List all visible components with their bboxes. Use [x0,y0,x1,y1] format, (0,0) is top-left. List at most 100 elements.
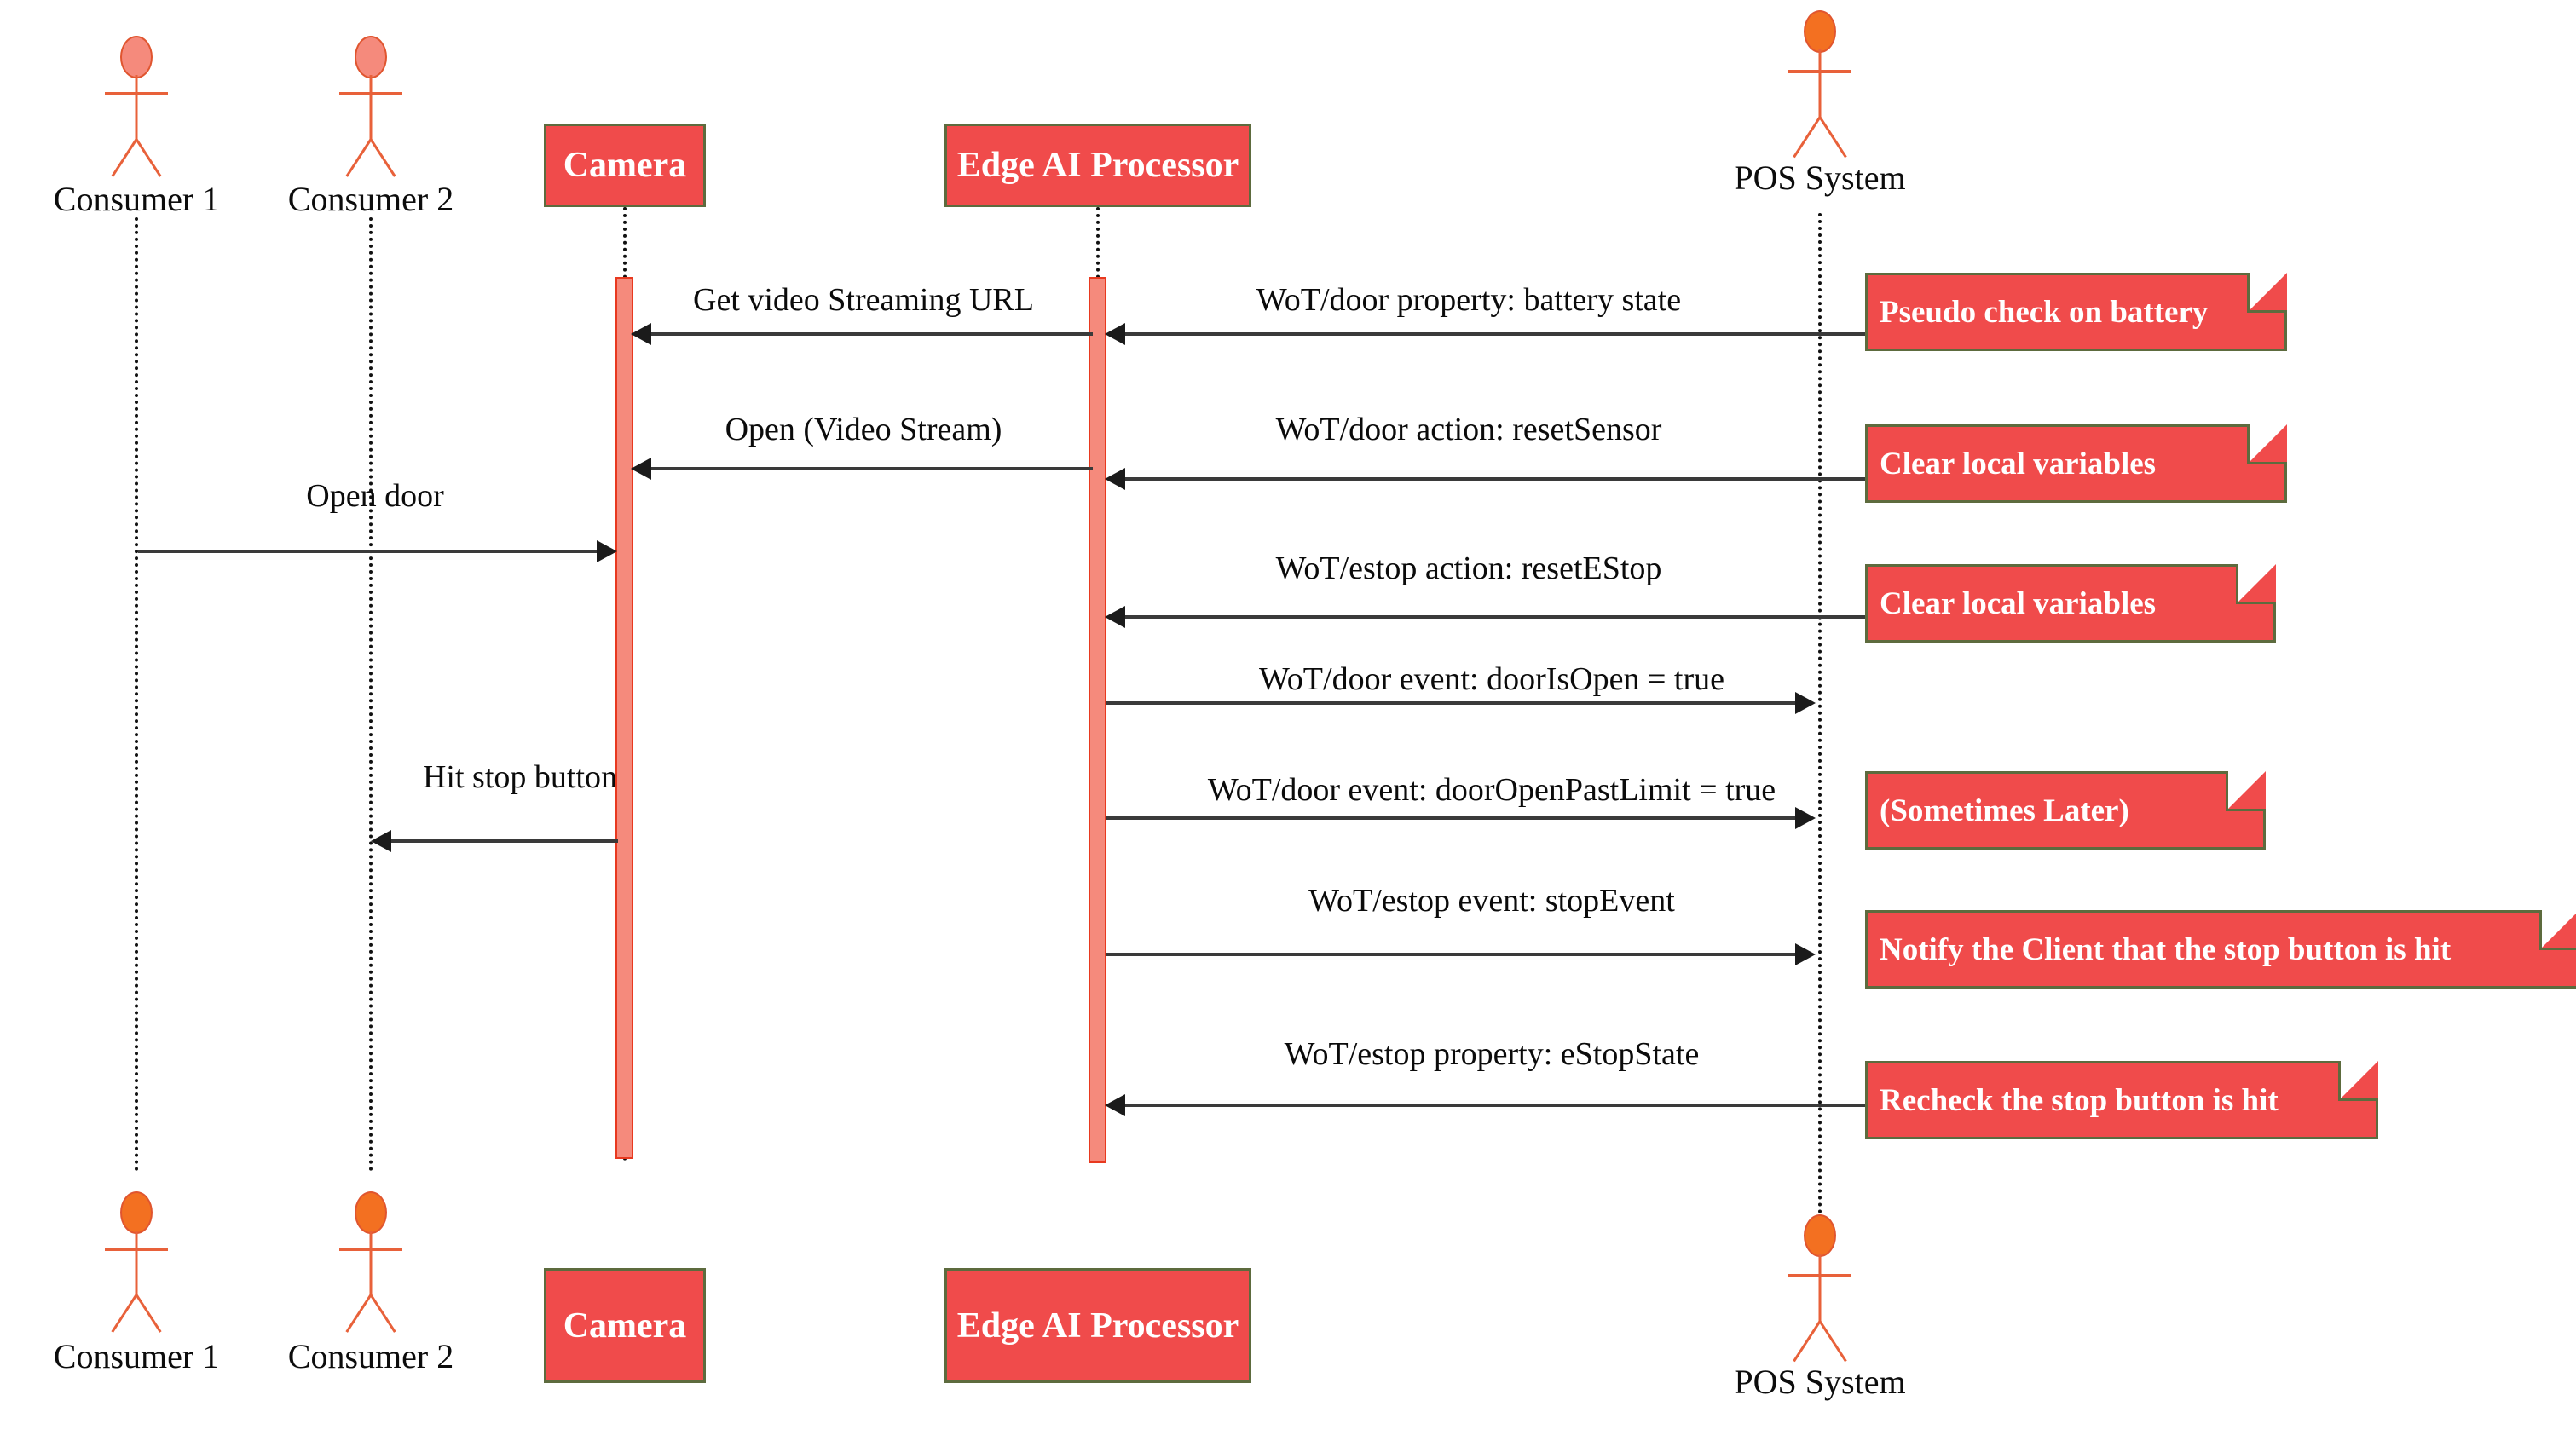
note-fold-fill-icon [2542,910,2576,948]
message-label-m11: WoT/estop property: eStopState [1284,1036,1700,1072]
message-arrowhead-m8 [1795,807,1816,829]
message-line-m10 [1106,953,1797,956]
message-label-m2: WoT/door property: battery state [1256,282,1682,318]
actor-head-icon [1804,1214,1836,1257]
message-label-m10: WoT/estop event: stopEvent [1308,883,1675,919]
actor-consumer1-bottom [101,1191,172,1333]
actor-arms-icon [339,1248,402,1251]
actor-consumer2-bottom [335,1191,407,1333]
note-clear-local-variables-1[interactable]: Clear local variables [1865,424,2287,503]
note-fold-fill-icon [2250,424,2287,462]
lifeline-consumer2 [369,217,373,1172]
actor-arms-icon [105,1248,168,1251]
note-fold-fill-icon [2238,564,2276,602]
note-fold-fill-icon [2250,273,2287,310]
actor-body-icon [135,1231,138,1295]
note-label: Clear local variables [1880,585,2157,621]
message-line-m6 [1122,615,1868,619]
message-label-m7: WoT/door event: doorIsOpen = true [1258,661,1724,697]
actor-pos-top [1784,10,1856,159]
message-label-m6: WoT/estop action: resetEStop [1275,550,1662,586]
lifeline-consumer1 [135,217,138,1172]
actor-body-icon [369,75,373,140]
message-label-m4: WoT/door action: resetSensor [1275,412,1662,447]
actor-arms-icon [1788,70,1851,73]
message-label-m3: Open (Video Stream) [725,412,1002,447]
actor-head-icon [120,1191,153,1234]
note-notify-client-stop-button[interactable]: Notify the Client that the stop button i… [1865,910,2576,989]
note-recheck-stop-button[interactable]: Recheck the stop button is hit [1865,1061,2378,1139]
message-line-m3 [648,467,1093,470]
actor-head-icon [355,36,387,78]
message-arrowhead-m9 [371,830,391,852]
message-label-m1: Get video Streaming URL [693,282,1034,318]
actor-body-icon [1818,49,1822,118]
actor-consumer1-top [101,36,172,177]
actor-leg-right-icon [1818,116,1847,159]
activation-bar-camera [615,277,633,1159]
actor-body-icon [369,1231,373,1295]
message-label-m5: Open door [306,478,444,514]
actor-leg-right-icon [369,138,396,177]
activation-bar-edge [1089,277,1106,1163]
message-line-m1 [648,332,1093,336]
actor-leg-left-icon [111,138,138,177]
message-line-m8 [1106,816,1797,820]
message-line-m2 [1122,332,1868,336]
actor-arms-icon [105,92,168,95]
note-label: Recheck the stop button is hit [1880,1082,2279,1118]
message-line-m9 [388,839,618,843]
actor-body-icon [1818,1254,1822,1322]
message-arrowhead-m3 [631,458,651,480]
message-label-m8: WoT/door event: doorOpenPastLimit = true [1207,772,1776,808]
actor-label-consumer2-top: Consumer 2 [287,180,454,218]
participant-box-camera-bottom[interactable]: Camera [544,1268,706,1383]
actor-leg-left-icon [1793,1320,1822,1363]
message-arrowhead-m4 [1105,468,1125,490]
actor-leg-right-icon [369,1294,396,1333]
participant-box-camera-top[interactable]: Camera [544,124,706,207]
actor-head-icon [120,36,153,78]
actor-leg-right-icon [1818,1320,1847,1363]
actor-label-consumer2-bottom: Consumer 2 [287,1337,454,1375]
actor-label-consumer1-top: Consumer 1 [53,180,220,218]
message-arrowhead-m6 [1105,606,1125,628]
message-arrowhead-m10 [1795,943,1816,965]
actor-label-consumer1-bottom: Consumer 1 [53,1337,220,1375]
message-arrowhead-m2 [1105,323,1125,345]
note-clear-local-variables-2[interactable]: Clear local variables [1865,564,2276,643]
note-label: Notify the Client that the stop button i… [1880,931,2452,967]
actor-arms-icon [1788,1274,1851,1277]
message-line-m5 [138,550,598,553]
message-line-m7 [1106,701,1797,705]
message-arrowhead-m5 [597,540,617,562]
participant-label-camera-top: Camera [563,146,687,185]
message-line-m11 [1122,1104,1868,1107]
participant-label-edge-bottom: Edge AI Processor [956,1306,1239,1346]
note-label: Clear local variables [1880,446,2157,481]
actor-label-pos-top: POS System [1734,159,1906,197]
participant-label-edge-top: Edge AI Processor [956,146,1239,185]
participant-box-edge-bottom[interactable]: Edge AI Processor [944,1268,1251,1383]
note-fold-fill-icon [2341,1061,2378,1098]
participant-box-edge-top[interactable]: Edge AI Processor [944,124,1251,207]
participant-label-camera-bottom: Camera [563,1306,687,1346]
actor-head-icon [1804,10,1836,53]
actor-label-pos-bottom: POS System [1734,1363,1906,1401]
actor-leg-right-icon [135,138,162,177]
note-pseudo-check-battery[interactable]: Pseudo check on battery [1865,273,2287,351]
actor-leg-left-icon [111,1294,138,1333]
actor-leg-right-icon [135,1294,162,1333]
actor-consumer2-top [335,36,407,177]
message-arrowhead-m11 [1105,1094,1125,1116]
message-label-m9: Hit stop button [422,759,618,795]
actor-leg-left-icon [345,1294,373,1333]
lifeline-pos [1818,213,1822,1214]
note-label: (Sometimes Later) [1880,793,2129,828]
note-sometimes-later[interactable]: (Sometimes Later) [1865,771,2266,850]
actor-body-icon [135,75,138,140]
actor-arms-icon [339,92,402,95]
message-arrowhead-m7 [1795,692,1816,714]
actor-leg-left-icon [345,138,373,177]
